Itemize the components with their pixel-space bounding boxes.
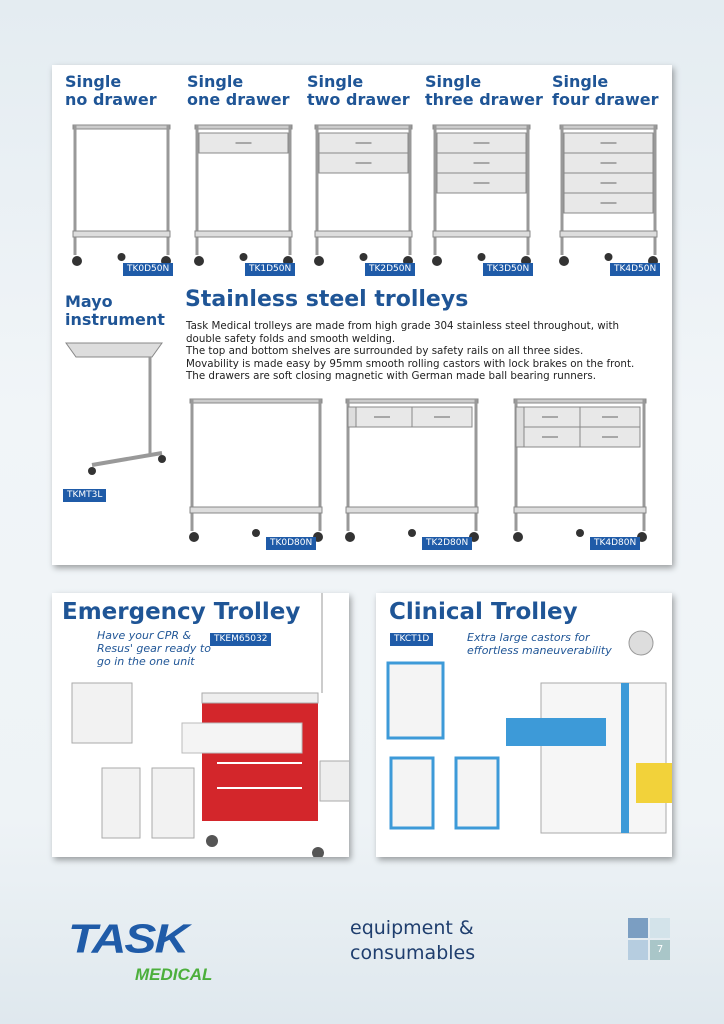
emergency-trolley-image <box>71 593 349 857</box>
emergency-trolley-section: Emergency Trolley Have your CPR &Resus' … <box>52 593 349 857</box>
product-code: TKCT1D <box>390 633 434 646</box>
line: Task Medical trolleys are made from high… <box>186 320 620 332</box>
line: consumables <box>350 942 476 964</box>
square <box>628 940 648 960</box>
line: two drawer <box>307 90 410 109</box>
stainless-heading: Stainless steel trolleys <box>185 287 469 312</box>
line: instrument <box>65 310 165 329</box>
page-number: 7 <box>650 940 670 960</box>
line: Movability is made easy by 95mm smooth r… <box>186 357 635 370</box>
line: one drawer <box>187 90 290 109</box>
clinical-trolley-section: Clinical Trolley TKCT1D Extra large cast… <box>376 593 672 857</box>
product-code: TK1D50N <box>245 263 296 276</box>
line: The top and bottom shelves are surrounde… <box>186 345 584 358</box>
double-trolley-image <box>189 398 323 542</box>
line: Single <box>187 72 244 91</box>
product-code: TKEM65032 <box>210 633 272 646</box>
double-trolley-image <box>513 398 647 542</box>
line: three drawer <box>425 90 543 109</box>
medical-logo: MEDICAL <box>135 965 213 984</box>
trolley-image <box>314 124 413 266</box>
line: no drawer <box>65 90 157 109</box>
page-squares: 7 <box>628 918 672 962</box>
product-code: TK4D50N <box>610 263 661 276</box>
double-trolley-image <box>345 398 479 542</box>
line: four drawer <box>552 90 659 109</box>
square <box>650 918 670 938</box>
task-logo: TASK <box>68 916 189 963</box>
line: effortless maneuverability <box>467 644 612 657</box>
product-code: TK0D80N <box>266 537 317 550</box>
product-code: TK2D80N <box>422 537 473 550</box>
trolley-image <box>72 124 171 266</box>
line: Single <box>307 72 364 91</box>
clinical-trolley-image <box>386 630 672 834</box>
clinical-heading: Clinical Trolley <box>389 599 578 625</box>
square <box>628 918 648 938</box>
line: double safety folds and smooth welding. <box>186 332 396 345</box>
line: go in the one unit <box>97 655 195 668</box>
line: Mayo <box>65 292 113 311</box>
line: Single <box>552 72 609 91</box>
trolley-image <box>432 124 531 266</box>
line: equipment & <box>350 917 474 939</box>
emergency-heading: Emergency Trolley <box>62 599 301 625</box>
line: Single <box>425 72 482 91</box>
product-code: TKMT3L <box>63 489 107 502</box>
stainless-description: Task Medical trolleys are made from high… <box>186 320 634 383</box>
product-code: TK2D50N <box>365 263 416 276</box>
line: Extra large castors for <box>467 631 590 644</box>
trolley-image <box>194 124 293 266</box>
product-code: TK0D50N <box>123 263 174 276</box>
line: Resus' gear ready to <box>97 642 211 655</box>
line: Single <box>65 72 122 91</box>
product-code: TK3D50N <box>483 263 534 276</box>
line: The drawers are soft closing magnetic wi… <box>186 370 597 383</box>
footer: TASK MEDICAL equipment & consumables 7 <box>0 880 724 1024</box>
tagline: equipment & consumables <box>350 916 475 966</box>
mayo-trolley-image <box>65 342 166 475</box>
product-code: TK4D80N <box>590 537 641 550</box>
line: Have your CPR & <box>97 629 192 642</box>
trolley-image <box>559 124 658 266</box>
